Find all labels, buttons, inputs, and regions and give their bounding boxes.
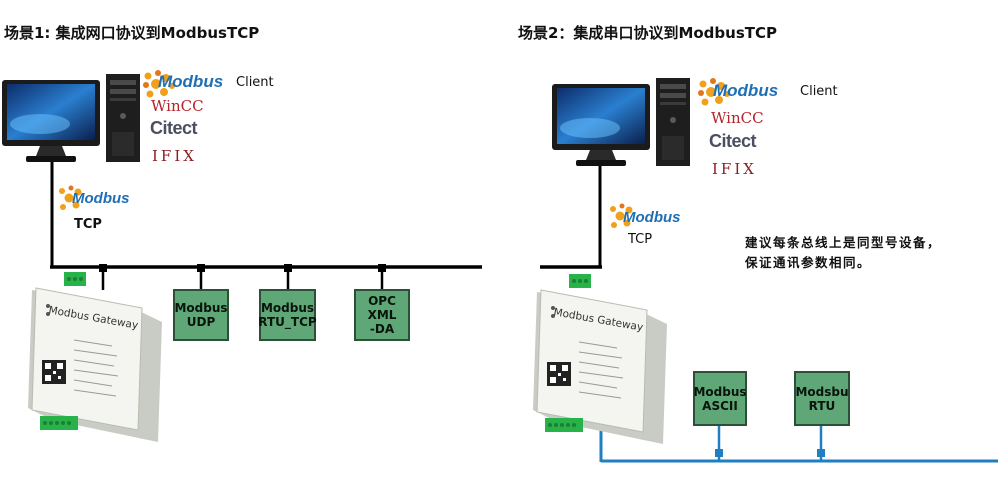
scene2-modbus-logo [697, 76, 737, 114]
scene2-title: 场景2：集成串口协议到ModbusTCP [518, 24, 777, 42]
scene1-modbus-logo-text: Modbus [158, 72, 224, 91]
scene1-title: 场景1: 集成网口协议到ModbusTCP [4, 24, 260, 42]
scene2-client-label: Client [800, 84, 838, 99]
bus-node [284, 264, 292, 272]
bus-node [99, 264, 107, 272]
scene1-tcp-label: TCP [74, 217, 102, 232]
scene2-note: 建议每条总线上是同型号设备， 保证通讯参数相同。 [745, 233, 941, 273]
scene1-wincc-logo: WinCC [151, 97, 204, 115]
scene1-ifix-logo: IFIX [152, 147, 197, 165]
scene1-gateway-device [28, 272, 162, 442]
scene2-computer-icon [552, 78, 690, 166]
scene1-box-opc-xml-da: OPC XML-DA [354, 289, 410, 341]
bus-node [378, 264, 386, 272]
scene2-wincc-logo: WinCC [711, 109, 764, 127]
scene2-note-line2: 保证通讯参数相同。 [745, 255, 872, 270]
scene2-gateway-device [533, 274, 667, 444]
scene1-client-label: Client [236, 75, 274, 90]
modbus-sun-icon [698, 78, 730, 106]
bus-node [197, 264, 205, 272]
scene2-tcp-label: TCP [628, 232, 653, 247]
scene2-note-line1: 建议每条总线上是同型号设备， [745, 235, 942, 250]
bus-node [817, 449, 825, 457]
scene1-modbus-logo [142, 68, 182, 102]
scene1-network-lines [50, 160, 482, 290]
modbus-sun-icon [143, 70, 175, 98]
scene1-link-modbus-text: Modbus [72, 190, 130, 207]
scene2-modbus-logo-text: Modbus [713, 81, 779, 100]
bus-node [715, 449, 723, 457]
scene2-link-modbus-text: Modbus [623, 209, 681, 226]
scene1-citect-logo: Citect [150, 118, 198, 138]
scene2-ifix-logo: IFIX [712, 160, 757, 178]
scene2-link-modbus-icon [608, 202, 640, 236]
scene1-link-modbus-icon [57, 184, 89, 218]
scene1-computer-icon [2, 74, 140, 162]
scene2-citect-logo: Citect [709, 131, 757, 151]
